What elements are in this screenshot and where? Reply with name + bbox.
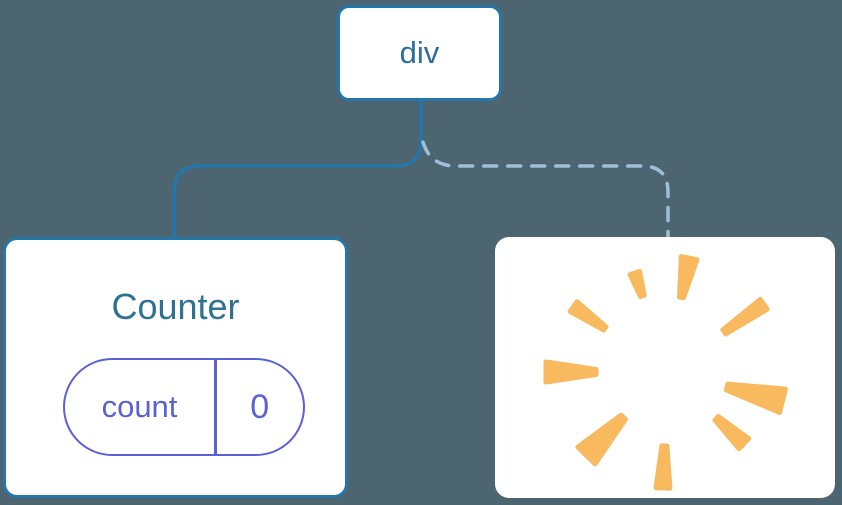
poof-ray: [575, 412, 628, 467]
node-counter: Counter count 0: [3, 237, 348, 498]
connector-dashed-to-destroyed: [421, 140, 670, 242]
poof-ray: [712, 414, 752, 452]
poof-ray: [543, 359, 599, 385]
poof-ray: [653, 443, 673, 491]
poof-ray: [627, 269, 647, 299]
state-pill: count 0: [63, 358, 305, 456]
poof-icon: [543, 254, 788, 491]
poof-ray: [677, 254, 700, 301]
state-key-label: count: [101, 389, 178, 424]
poof-ray: [567, 299, 609, 333]
poof-ray: [720, 296, 770, 337]
node-div: div: [337, 5, 502, 101]
state-pill-divider: [214, 360, 217, 454]
poof-ray: [723, 381, 788, 415]
counter-label: Counter: [111, 286, 240, 327]
state-value-label: 0: [250, 387, 270, 426]
node-div-label: div: [399, 35, 440, 70]
connector-solid-to-counter: [172, 99, 423, 242]
node-destroyed: [495, 237, 835, 498]
